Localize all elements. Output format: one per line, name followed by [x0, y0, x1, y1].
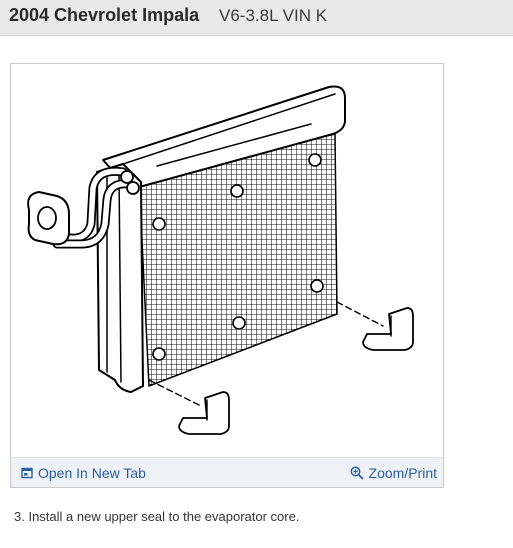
evaporator-core-body	[27, 85, 414, 435]
open-in-new-tab-label: Open In New Tab	[38, 465, 146, 481]
procedure-step-text: 3. Install a new upper seal to the evapo…	[14, 509, 300, 524]
vehicle-title: 2004 Chevrolet Impala	[9, 5, 200, 25]
figure-footer: Open In New Tab Zoom/Print	[11, 457, 443, 487]
figure-card: Open In New Tab Zoom/Print	[10, 63, 444, 488]
zoom-print-link[interactable]: Zoom/Print	[350, 465, 437, 481]
open-new-tab-icon	[21, 467, 33, 479]
zoom-print-label: Zoom/Print	[368, 465, 437, 481]
page-header: 2004 Chevrolet Impala V6-3.8L VIN K	[0, 0, 513, 36]
open-in-new-tab-link[interactable]: Open In New Tab	[21, 465, 146, 481]
evaporator-core-illustration[interactable]	[11, 64, 443, 457]
zoom-magnifier-icon	[350, 466, 364, 480]
engine-subtitle: V6-3.8L VIN K	[219, 6, 328, 25]
